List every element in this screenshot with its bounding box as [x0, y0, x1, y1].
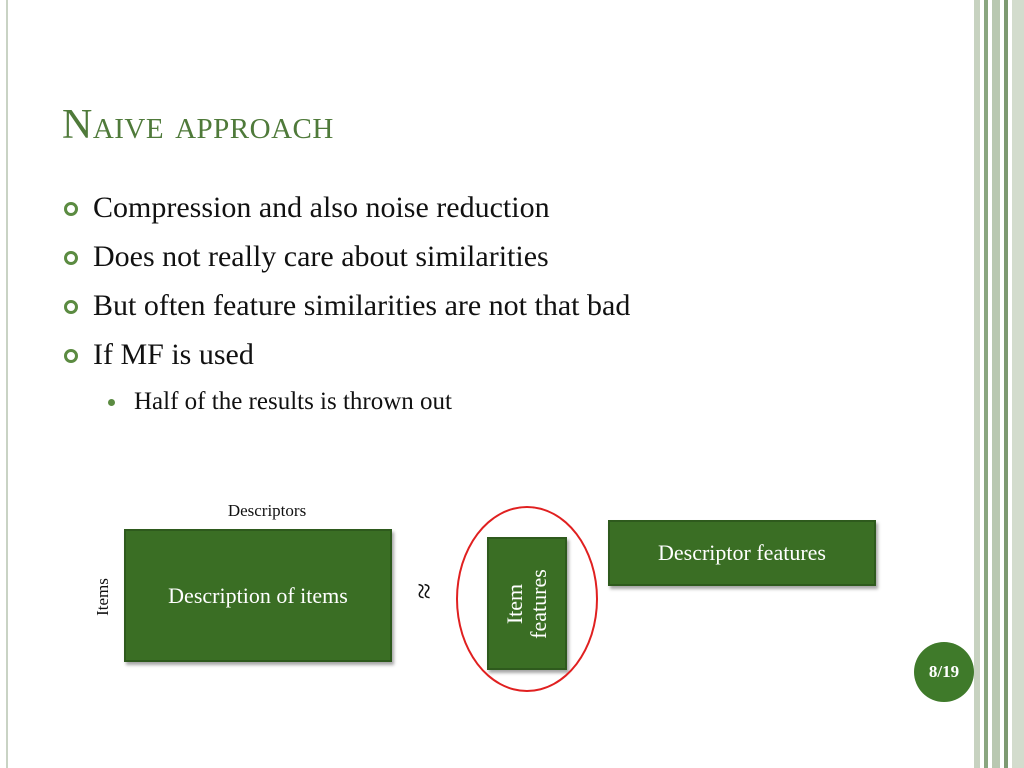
sub-bullet-item: Half of the results is thrown out [64, 382, 944, 422]
slide-frame [6, 0, 974, 768]
bullet-text: Does not really care about similarities [93, 240, 549, 273]
decorative-stripes [974, 0, 1024, 768]
bullet-text: If MF is used [93, 338, 254, 371]
bullet-item: But often feature similarities are not t… [64, 284, 944, 333]
descriptor-features-text: Descriptor features [658, 540, 826, 565]
bullet-list: Compression and also noise reduction Doe… [64, 186, 944, 422]
bullet-ring-icon [64, 300, 78, 314]
bullet-ring-icon [64, 349, 78, 363]
bullet-ring-icon [64, 251, 78, 265]
approx-symbol: ≈ [408, 582, 442, 600]
slide-title: Naive approach [62, 102, 334, 148]
page-number-text: 8/19 [928, 662, 960, 681]
items-label: Items [93, 578, 112, 616]
bullet-text: But often feature similarities are not t… [93, 289, 631, 322]
bullet-item: Compression and also noise reduction [64, 186, 944, 235]
bullet-item: If MF is used [64, 333, 944, 382]
descriptor-features-box: Descriptor features [608, 520, 876, 586]
bullet-item: Does not really care about similarities [64, 235, 944, 284]
highlight-ellipse [456, 506, 598, 692]
bullet-ring-icon [64, 202, 78, 216]
description-of-items-box: Description of items [124, 529, 392, 662]
descriptors-label: Descriptors [227, 501, 307, 520]
bullet-text: Compression and also noise reduction [93, 191, 550, 224]
page-number-badge: 8/19 [914, 642, 974, 702]
description-box-text: Description of items [168, 582, 348, 608]
sub-bullet-text: Half of the results is thrown out [134, 388, 453, 415]
bullet-dot-icon [108, 399, 115, 406]
